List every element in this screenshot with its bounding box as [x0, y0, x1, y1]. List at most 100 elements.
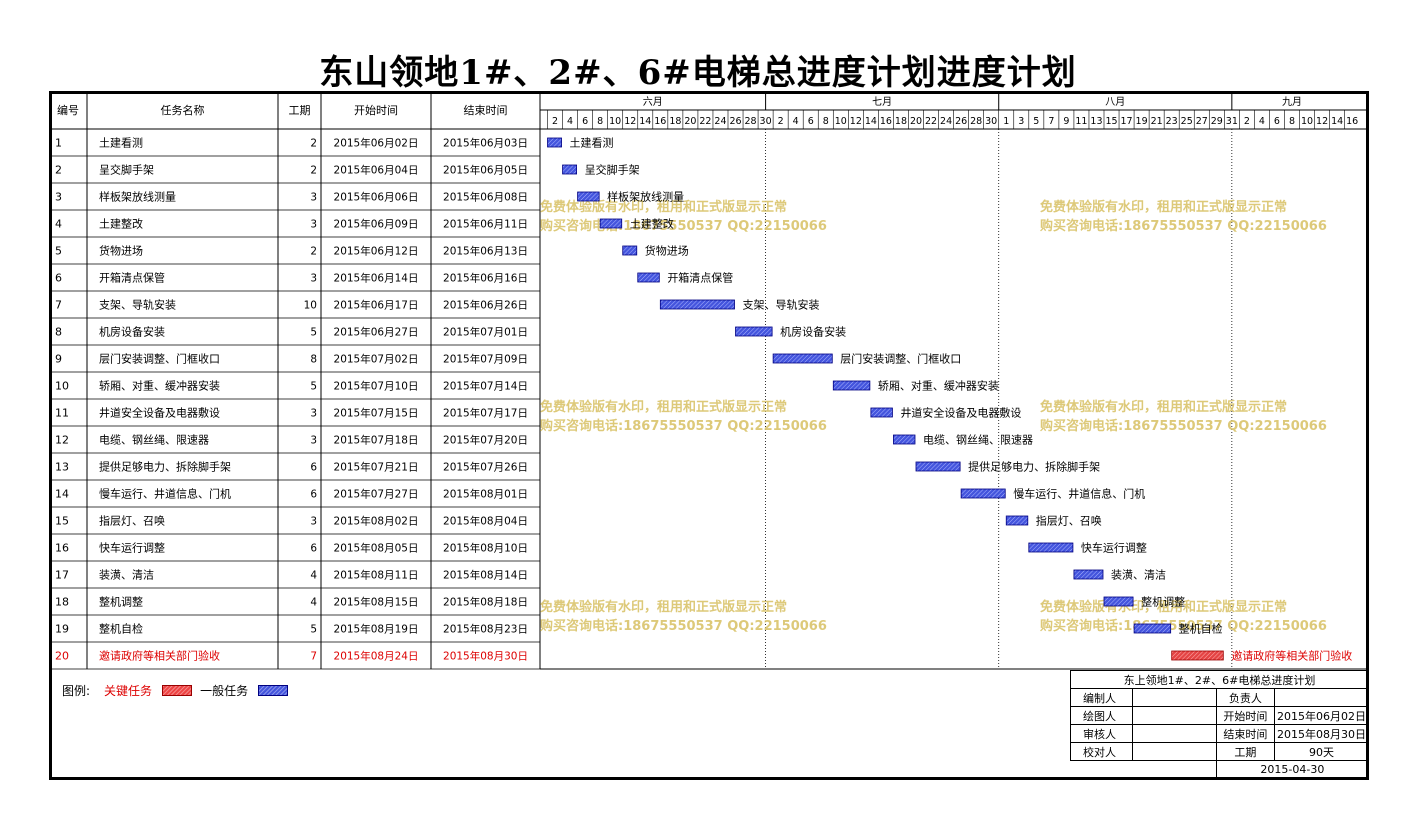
task-end: 2015年08月23日: [443, 623, 528, 636]
task-end: 2015年08月18日: [443, 596, 528, 609]
gantt-bar-label: 轿厢、对重、缓冲器安装: [878, 379, 999, 393]
task-start: 2015年06月09日: [334, 218, 419, 231]
header-id: 编号: [57, 103, 79, 117]
task-name: 装潢、清洁: [99, 569, 154, 582]
watermark-text-1: 免费体验版有水印，租用和正式版显示正常: [1040, 199, 1287, 215]
day-tick-label: 24: [940, 116, 952, 127]
task-start: 2015年06月17日: [334, 299, 419, 312]
task-duration: 2: [310, 246, 317, 258]
gantt-bar-label: 土建看测: [570, 136, 614, 150]
gantt-bar: [547, 137, 562, 148]
page-title: 东山领地1#、2#、6#电梯总进度计划进度计划: [319, 53, 1077, 93]
gantt-bar-label: 呈交脚手架: [585, 163, 640, 177]
gantt-bar: [1028, 542, 1074, 553]
task-name: 货物进场: [99, 244, 143, 258]
task-name: 层门安装调整、门框收口: [99, 352, 220, 366]
day-tick-label: 16: [1346, 116, 1358, 127]
task-end: 2015年06月03日: [443, 137, 528, 150]
day-tick-label: 21: [1151, 116, 1163, 127]
day-tick-label: 25: [1181, 116, 1193, 127]
task-duration: 4: [310, 570, 317, 582]
day-tick-label: 16: [654, 116, 666, 127]
task-duration: 6: [310, 543, 317, 555]
editor-value: [1131, 688, 1217, 707]
gantt-bar-label: 电缆、钢丝绳、限速器: [923, 433, 1033, 447]
day-tick-label: 8: [823, 116, 829, 127]
task-duration: 7: [310, 651, 317, 663]
task-id: 6: [55, 272, 62, 285]
gantt-bar-label: 整机自检: [1179, 622, 1223, 636]
task-name: 整机自检: [99, 622, 143, 636]
gantt-bar: [599, 218, 623, 229]
task-end: 2015年06月11日: [443, 218, 528, 231]
day-tick-label: 24: [714, 116, 726, 127]
task-name: 快车运行调整: [99, 541, 165, 555]
task-start: 2015年06月12日: [334, 245, 419, 258]
task-duration: 3: [310, 192, 317, 204]
reviewer-value: [1131, 724, 1217, 743]
task-end: 2015年08月30日: [443, 650, 528, 663]
task-duration: 6: [310, 489, 317, 501]
task-name: 开箱清点保管: [99, 271, 165, 285]
task-end: 2015年06月16日: [443, 272, 528, 285]
start-value: 2015年06月02日: [1274, 706, 1369, 725]
task-start: 2015年07月21日: [334, 461, 419, 474]
task-id: 2: [55, 164, 62, 177]
day-tick-label: 9: [1063, 116, 1069, 127]
gantt-bar-label: 层门安装调整、门框收口: [840, 352, 961, 366]
header-end: 结束时间: [464, 104, 508, 117]
watermark-text-1: 免费体验版有水印，租用和正式版显示正常: [540, 199, 787, 215]
day-tick-label: 16: [880, 116, 892, 127]
day-tick-label: 29: [1211, 116, 1223, 127]
task-name: 呈交脚手架: [99, 163, 154, 177]
gantt-bar: [1005, 515, 1029, 526]
task-name: 指层灯、召唤: [99, 514, 165, 528]
day-tick-label: 23: [1166, 116, 1178, 127]
day-tick-label: 30: [985, 116, 997, 127]
day-tick-label: 12: [850, 116, 862, 127]
month-label: 七月: [872, 96, 892, 108]
task-duration: 3: [310, 408, 317, 420]
duration-value: 90天: [1274, 742, 1369, 761]
task-start: 2015年08月24日: [334, 650, 419, 663]
task-start: 2015年07月02日: [334, 353, 419, 366]
task-end: 2015年06月13日: [443, 245, 528, 258]
day-tick-label: 5: [1033, 116, 1039, 127]
gantt-bar-label: 指层灯、召唤: [1036, 514, 1102, 528]
day-tick-label: 14: [865, 116, 877, 127]
reviewer-label: 审核人: [1070, 724, 1133, 743]
day-tick-label: 26: [955, 116, 967, 127]
day-tick-label: 12: [1316, 116, 1328, 127]
checker-label: 校对人: [1070, 742, 1133, 761]
task-end: 2015年06月05日: [443, 164, 528, 177]
watermark-text-1: 免费体验版有水印，租用和正式版显示正常: [1040, 599, 1287, 615]
task-id: 1: [55, 137, 62, 150]
task-name: 样板架放线测量: [99, 190, 176, 204]
day-tick-label: 4: [567, 116, 573, 127]
task-duration: 2: [310, 165, 317, 177]
gantt-bar-label: 样板架放线测量: [607, 190, 684, 204]
task-start: 2015年08月15日: [334, 596, 419, 609]
gantt-bar: [735, 326, 773, 337]
task-start: 2015年08月02日: [334, 515, 419, 528]
gantt-bar-label: 慢车运行、井道信息、门机: [1013, 487, 1145, 501]
title-block: 东上领地1#、2#、6#电梯总进度计划 编制人 负责人 绘图人 开始时间 201…: [1070, 670, 1370, 780]
gantt-bar: [1133, 623, 1172, 634]
task-id: 19: [55, 623, 69, 636]
day-tick-label: 12: [624, 116, 636, 127]
day-tick-label: 10: [609, 116, 621, 127]
day-tick-label: 3: [1018, 116, 1024, 127]
day-tick-label: 10: [1301, 116, 1313, 127]
task-end: 2015年07月09日: [443, 353, 528, 366]
task-duration: 3: [310, 516, 317, 528]
task-start: 2015年08月05日: [334, 542, 419, 555]
gantt-bar-label: 快车运行调整: [1081, 541, 1147, 555]
day-tick-label: 13: [1090, 116, 1102, 127]
day-tick-label: 6: [1274, 116, 1280, 127]
gantt-bar: [659, 299, 735, 310]
task-name: 轿厢、对重、缓冲器安装: [99, 379, 220, 393]
task-end: 2015年07月26日: [443, 461, 528, 474]
task-end: 2015年07月01日: [443, 326, 528, 339]
task-name: 土建看测: [99, 136, 143, 150]
day-tick-label: 20: [684, 116, 696, 127]
